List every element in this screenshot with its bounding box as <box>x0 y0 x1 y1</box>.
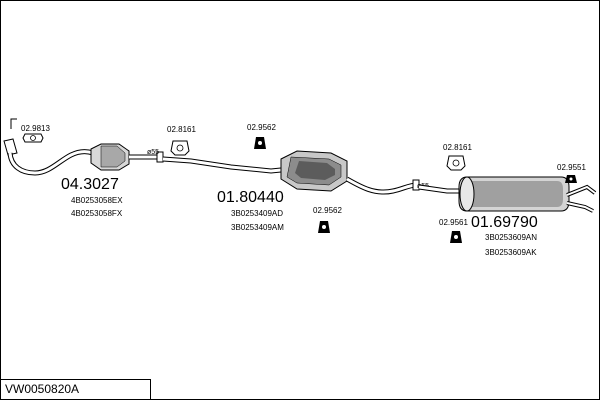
flange-leader <box>10 118 17 129</box>
front-pipe-oe-1: 4B0253058EX <box>71 196 123 205</box>
intermediate-pipe-drawing[interactable] <box>162 156 292 174</box>
rear-silencer-oe-2: 3B0253609AK <box>485 248 537 257</box>
rear-silencer-oe-1: 3B0253609AN <box>485 233 537 242</box>
clamp-rear-number: 02.8161 <box>443 143 472 152</box>
hanger-rear-icon[interactable] <box>450 231 462 243</box>
clamp-front-number: 02.8161 <box>167 125 196 134</box>
middle-silencer-drawing[interactable] <box>280 150 420 195</box>
hanger-mid-top-number: 02.9562 <box>247 123 276 132</box>
drawing-title: VW0050820A <box>1 379 151 399</box>
hanger-tail-number: 02.9551 <box>557 163 586 172</box>
middle-silencer-oe-1: 3B0253409AD <box>231 209 283 218</box>
middle-silencer-number: 01.80440 <box>217 189 284 206</box>
hanger-tail-icon[interactable] <box>565 175 577 183</box>
front-pipe-oe-2: 4B0253058FX <box>71 209 123 218</box>
hanger-mid-top-icon[interactable] <box>254 137 266 149</box>
hanger-rear-number: 02.9561 <box>439 218 468 227</box>
hanger-mid-bottom-icon[interactable] <box>318 221 330 233</box>
middle-silencer-oe-2: 3B0253409AM <box>231 223 284 232</box>
front-pipe-number: 04.3027 <box>61 176 119 193</box>
gasket-icon[interactable] <box>22 133 44 143</box>
front-pipe-drawing[interactable] <box>3 138 164 176</box>
clamp-front-icon[interactable] <box>170 140 190 156</box>
front-joint-diameter: ø55 <box>147 149 159 156</box>
gasket-number: 02.9813 <box>21 124 50 133</box>
clamp-rear-icon[interactable] <box>446 155 466 171</box>
exhaust-system-diagram: 02.9813 04.3027 4B0253058EX 4B0253058FX … <box>3 118 597 257</box>
rear-silencer-drawing[interactable] <box>418 176 597 213</box>
hanger-mid-bottom-number: 02.9562 <box>313 206 342 215</box>
rear-silencer-number: 01.69790 <box>471 214 538 231</box>
